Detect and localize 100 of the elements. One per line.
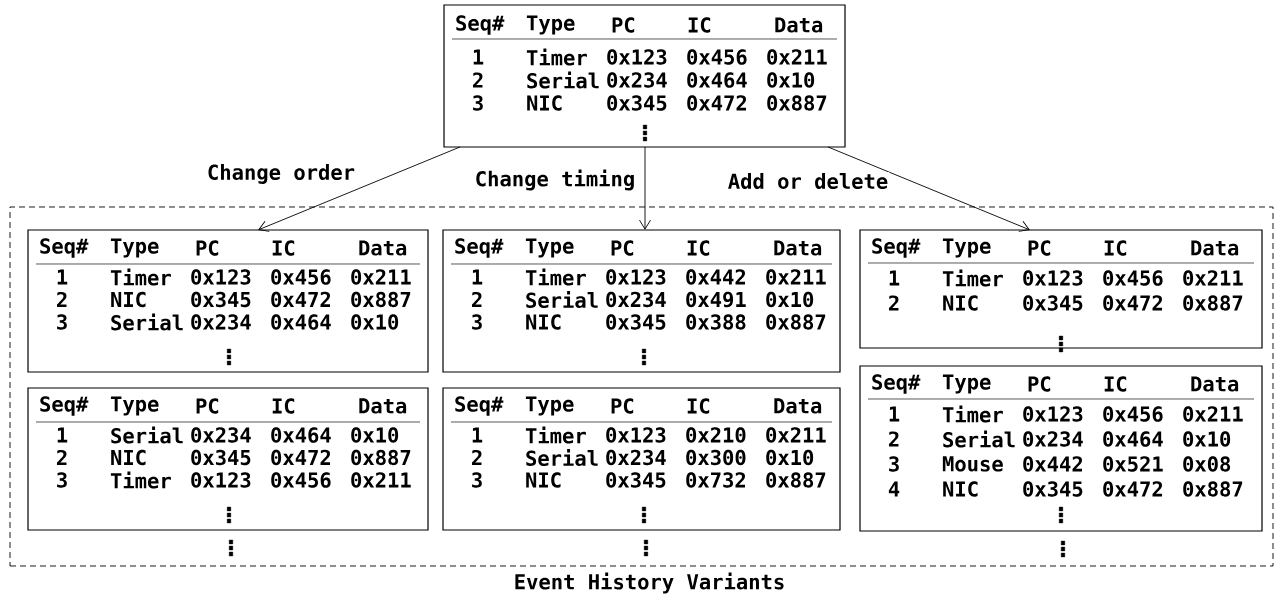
column-header: Seq# — [456, 15, 505, 35]
table-cell: Timer — [110, 268, 171, 286]
table-cell: 0x456 — [1103, 406, 1163, 422]
table-cell: 0x521 — [1103, 456, 1163, 472]
table-cell: 0x887 — [767, 95, 827, 111]
table-cell: 3 — [472, 314, 482, 330]
arrow — [258, 146, 461, 232]
ellipsis: ⋮ — [642, 507, 646, 523]
table-cell: 1 — [473, 49, 484, 65]
column-header: Type — [525, 396, 574, 416]
table-cell: 0x211 — [1183, 406, 1243, 422]
ellipsis: ⋮ — [644, 540, 648, 556]
column-header: Seq# — [872, 238, 921, 258]
table-cell: Timer — [942, 269, 1003, 287]
column-header: PC — [611, 240, 634, 256]
table-cell: 0x10 — [351, 427, 399, 443]
column-header: Type — [526, 15, 575, 35]
column-header: Data — [775, 17, 823, 33]
table-cell: 2 — [57, 291, 67, 308]
event-table — [27, 387, 429, 531]
table-cell: 0x887 — [766, 314, 826, 330]
table-cell: 0x211 — [766, 427, 826, 443]
table-cell: 2 — [889, 295, 899, 311]
table-cell: 0x234 — [606, 449, 666, 466]
table-cell: 1 — [472, 269, 483, 285]
table-cell: 0x456 — [271, 269, 331, 285]
column-header: Data — [774, 240, 822, 256]
event-table — [27, 229, 429, 373]
table-cell: 0x345 — [1023, 295, 1083, 311]
ellipsis: ⋮ — [229, 540, 233, 556]
table-cell: 3 — [57, 314, 67, 330]
table-cell: 0x08 — [1183, 456, 1231, 472]
ellipsis: ⋮ — [642, 349, 646, 365]
column-header: Type — [110, 238, 159, 258]
column-header: IC — [687, 240, 710, 256]
event-table — [442, 387, 841, 531]
table-cell: Timer — [942, 405, 1003, 423]
table-cell: 3 — [473, 95, 483, 111]
table-cell: 0x345 — [606, 472, 666, 488]
table-cell: 3 — [889, 456, 899, 472]
table-cell: 0x123 — [1023, 406, 1083, 422]
event-table — [859, 365, 1263, 532]
table-cell: 0x123 — [607, 49, 667, 65]
table-cell: 0x234 — [607, 72, 667, 88]
column-header: Data — [1191, 240, 1239, 256]
column-header: Seq# — [40, 396, 89, 416]
table-cell: 0x234 — [191, 427, 251, 443]
ellipsis: ⋮ — [1059, 507, 1063, 523]
table-cell: 0x211 — [1183, 270, 1243, 286]
column-header: PC — [1028, 376, 1051, 392]
column-header: IC — [688, 17, 711, 33]
column-header: Type — [525, 238, 574, 258]
table-cell: 0x887 — [766, 472, 826, 488]
edge-label: Change timing — [473, 168, 637, 192]
table-cell: NIC — [943, 295, 978, 311]
table-cell: 0x491 — [686, 291, 746, 308]
column-header: IC — [272, 240, 295, 256]
table-cell: 3 — [57, 472, 67, 488]
column-header: IC — [1104, 376, 1127, 392]
table-cell: 0x234 — [191, 314, 251, 330]
table-cell: 0x211 — [766, 269, 826, 285]
table-cell: 0x10 — [767, 72, 815, 88]
table-cell: 0x300 — [686, 449, 746, 466]
table-cell: Timer — [525, 426, 586, 444]
table-cell: 0x464 — [687, 72, 747, 88]
edge-label: Change order — [205, 163, 357, 185]
table-cell: 0x887 — [351, 291, 411, 308]
table-cell: NIC — [527, 95, 562, 111]
ellipsis: ⋮ — [643, 125, 647, 141]
table-cell: 2 — [889, 431, 899, 447]
table-cell: NIC — [111, 449, 146, 466]
table-cell: 0x464 — [1103, 431, 1163, 447]
edge-label: Add or delete — [726, 172, 890, 190]
column-header: Type — [942, 374, 991, 394]
table-cell: Timer — [110, 471, 171, 489]
table-cell: 0x464 — [271, 314, 331, 330]
table-cell: 2 — [472, 291, 482, 308]
column-header: Data — [1191, 376, 1239, 392]
column-header: Data — [359, 240, 407, 256]
table-cell: 0x10 — [1183, 431, 1231, 447]
table-cell: 0x472 — [687, 95, 746, 111]
table-cell: NIC — [526, 314, 561, 330]
table-cell: 0x10 — [766, 449, 814, 466]
column-header: IC — [1104, 240, 1127, 256]
table-cell: 2 — [473, 72, 483, 88]
ellipsis: ⋮ — [227, 349, 231, 365]
column-header: Data — [359, 398, 407, 414]
table-cell: 0x345 — [606, 314, 666, 330]
table-cell: 0x123 — [191, 472, 251, 488]
table-cell: Serial — [111, 426, 183, 444]
column-header: Data — [774, 398, 822, 414]
table-cell: 0x887 — [351, 449, 411, 466]
column-header: IC — [687, 398, 710, 414]
table-cell: 3 — [472, 472, 482, 488]
ellipsis: ⋮ — [1059, 336, 1063, 352]
table-cell: Serial — [527, 71, 599, 89]
table-cell: 4 — [888, 481, 900, 497]
table-cell: 0x456 — [687, 49, 747, 65]
table-cell: Mouse — [942, 456, 1003, 472]
table-cell: 0x234 — [1023, 431, 1083, 447]
